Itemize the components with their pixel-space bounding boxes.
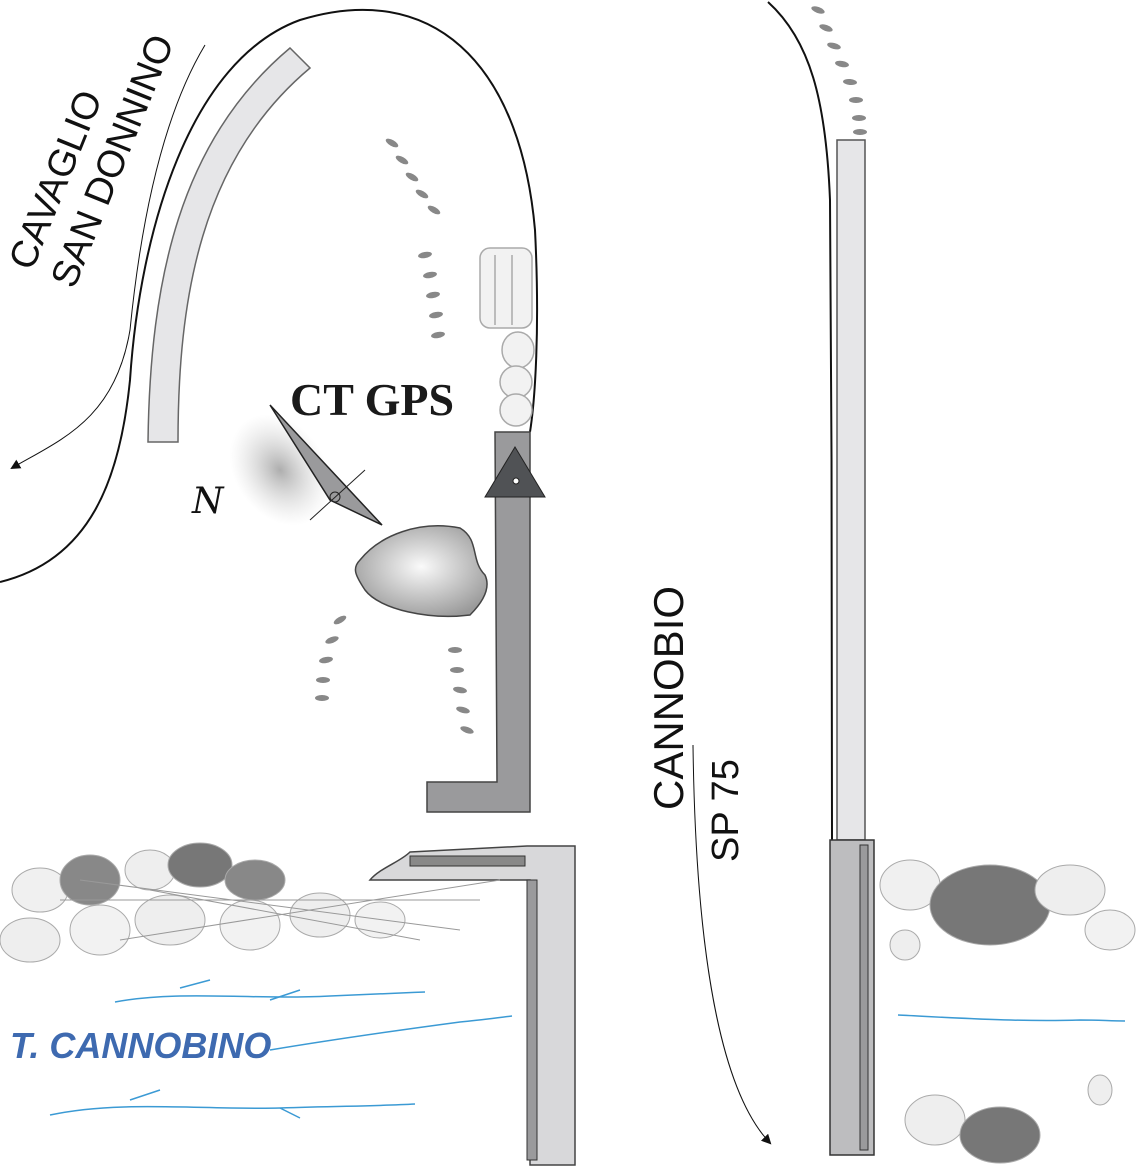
direction-arrow-cavaglio bbox=[10, 44, 206, 470]
direction-arrow-cannobio bbox=[692, 744, 772, 1145]
road-label: SP 75 bbox=[705, 759, 747, 862]
main-road-strip bbox=[836, 139, 866, 841]
rock-wall bbox=[479, 247, 535, 427]
riverbank-rocks-right bbox=[879, 859, 1136, 1164]
access-road bbox=[426, 431, 531, 813]
river-label: T. CANNOBINO bbox=[10, 1025, 271, 1066]
curved-path-strip bbox=[147, 46, 312, 443]
svg-text:CANNOBIO: CANNOBIO bbox=[645, 586, 692, 810]
north-arrow-icon: N bbox=[191, 404, 383, 526]
bridge-right bbox=[829, 839, 875, 1156]
station-label: CT GPS bbox=[290, 374, 454, 425]
bridge-left bbox=[368, 845, 576, 1166]
place-label-cavaglio: CAVAGLIO SAN DONNINO bbox=[1, 29, 182, 293]
road-edge-curve bbox=[0, 8, 539, 583]
svg-text:N: N bbox=[191, 481, 225, 522]
boulder bbox=[354, 525, 488, 618]
gps-station-marker bbox=[484, 446, 546, 498]
riverbank-rocks-left bbox=[0, 842, 501, 963]
river-flow-lines bbox=[49, 979, 1126, 1119]
place-label-cannobio: CANNOBIO bbox=[645, 586, 692, 810]
slope-marks bbox=[315, 6, 867, 734]
main-road-edge bbox=[767, 1, 833, 841]
